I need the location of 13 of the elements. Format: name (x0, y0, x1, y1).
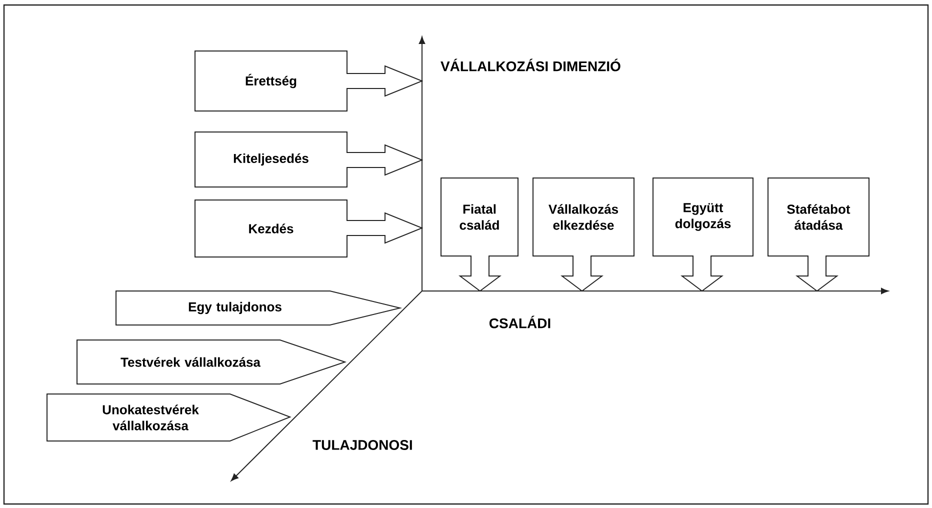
callout-box: Kiteljesedés (194, 132, 424, 188)
callout-box: Kezdés (194, 200, 424, 258)
pentagon-arrow-box: Unokatestvérek vállalkozása (46, 394, 292, 442)
pentagon-arrow-box: Egy tulajdonos (116, 290, 402, 326)
axis-label: CSALÁDI (489, 316, 550, 328)
callout-box: Stafétabot átadása (768, 178, 870, 292)
callout-box: Érettség (194, 50, 424, 112)
axis-label: VÁLLALKOZÁSI DIMENZIÓ (440, 58, 620, 72)
axis-label: TULAJDONOSI (312, 440, 412, 450)
callout-box: Együtt dolgozás (652, 178, 754, 292)
callout-box: Vállalkozás elkezdése (532, 178, 634, 292)
callout-box: Fiatal család (440, 178, 518, 292)
pentagon-arrow-box: Testvérek vállalkozása (76, 340, 347, 384)
